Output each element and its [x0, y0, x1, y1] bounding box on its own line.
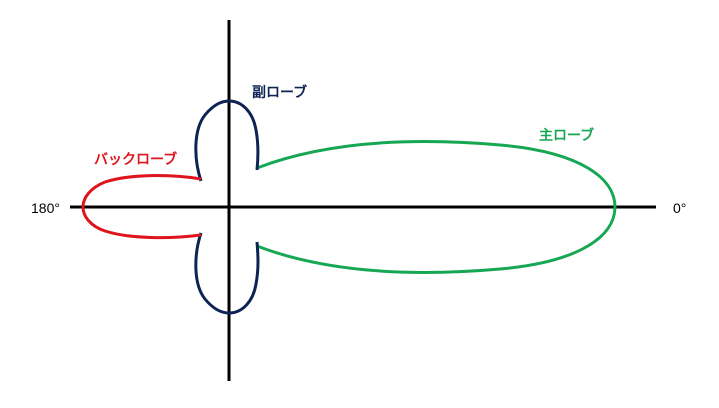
back-lobe-label: バックローブ	[94, 152, 178, 168]
back-lobe	[81, 174, 202, 240]
main-lobe	[256, 140, 617, 274]
side-lobe-upper	[194, 99, 260, 182]
side-lobe-label: 副ローブ	[252, 85, 308, 101]
main-lobe-label: 主ローブ	[539, 128, 595, 144]
angle-180-label: 180°	[31, 200, 60, 216]
angle-0-label: 0°	[673, 200, 687, 216]
side-lobe-lower	[194, 232, 260, 315]
